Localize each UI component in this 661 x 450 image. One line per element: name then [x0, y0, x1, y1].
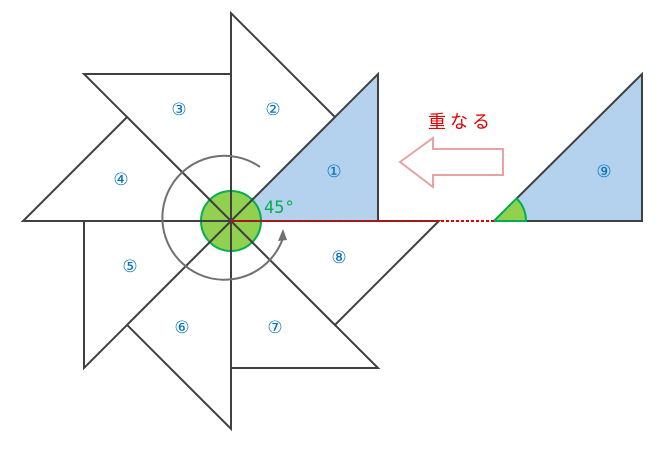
- label-6: ⑥: [174, 318, 189, 338]
- spoke-line: [230, 220, 255, 245]
- angle-label: 45°: [264, 198, 295, 218]
- spoke-line: [207, 220, 232, 245]
- label-5: ⑤: [122, 257, 137, 277]
- label-7: ⑦: [267, 318, 282, 338]
- spoke-line: [207, 197, 232, 222]
- label-8: ⑧: [331, 248, 346, 268]
- rotated-triangles: [20, 10, 442, 432]
- triangle-8: [228, 220, 442, 327]
- label-4: ④: [113, 170, 128, 190]
- angle-marker-triangle-9: [491, 196, 528, 222]
- label-2: ②: [265, 100, 280, 120]
- overlap-label: 重なる: [428, 112, 494, 133]
- label-1: ①: [326, 162, 341, 182]
- triangle-9: [491, 71, 643, 222]
- rotation-arc: [161, 154, 284, 281]
- center-spokes: [199, 189, 263, 253]
- rotation-arrowhead-icon: [278, 229, 287, 241]
- left-arrow-icon: [398, 136, 504, 190]
- label-3: ③: [171, 100, 186, 120]
- label-9: ⑨: [596, 162, 611, 182]
- spoke-line: [230, 197, 255, 222]
